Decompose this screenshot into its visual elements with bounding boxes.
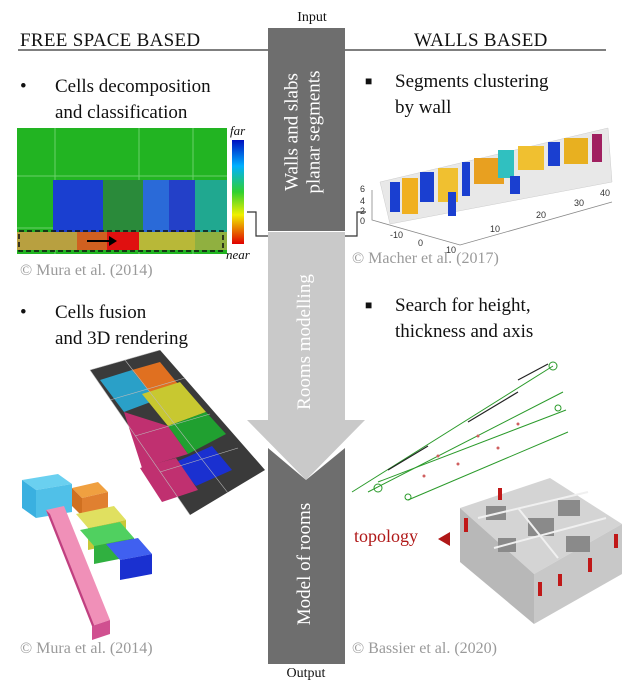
rooms-3d-render-image xyxy=(22,474,152,640)
topology-arrow-icon xyxy=(438,532,450,546)
input-label: Input xyxy=(297,10,327,25)
right-bracket xyxy=(345,211,366,237)
left-bracket xyxy=(247,211,268,237)
right-credit-1: © Macher et al. (2017) xyxy=(352,250,499,267)
svg-text:20: 20 xyxy=(536,210,546,220)
colorbar-far-label: far xyxy=(230,123,246,138)
right-credit-2: © Bassier et al. (2020) xyxy=(352,640,498,657)
wall-axis-search-image xyxy=(351,361,569,501)
segments-clustering-plot: 6 4 2 0 10 20 30 40 -10 0 10 xyxy=(360,127,613,255)
stage3-label: Model of rooms xyxy=(294,502,315,626)
colorbar-near-label: near xyxy=(226,247,250,262)
right-heading: WALLS BASED xyxy=(414,30,548,51)
left-credit-1: © Mura et al. (2014) xyxy=(20,262,153,279)
left-bullet-2: •Cells fusion and 3D rendering xyxy=(20,302,188,349)
left-bullet-1: •Cells decomposition and classification xyxy=(20,76,211,123)
stage1-label: Walls and slabs planar segments xyxy=(281,70,325,194)
svg-text:0: 0 xyxy=(418,238,423,248)
svg-text:0: 0 xyxy=(360,216,365,226)
right-bullet-1: ■Segments clustering by wall xyxy=(365,71,549,118)
svg-text:30: 30 xyxy=(574,198,584,208)
cells-decomposition-image xyxy=(17,128,227,254)
output-label: Output xyxy=(286,666,326,681)
svg-text:10: 10 xyxy=(446,245,456,255)
svg-text:40: 40 xyxy=(600,188,610,198)
left-heading: FREE SPACE BASED xyxy=(20,30,201,51)
colorbar xyxy=(232,140,244,244)
topology-label: topology xyxy=(354,526,419,546)
stage3-block xyxy=(268,448,345,664)
stage2-label: Rooms modelling xyxy=(294,274,315,410)
right-bullet-2: ■Search for height, thickness and axis xyxy=(365,295,534,342)
svg-text:6: 6 xyxy=(360,184,365,194)
svg-text:2: 2 xyxy=(360,206,365,216)
svg-text:-10: -10 xyxy=(390,230,403,240)
stage1-block xyxy=(268,28,345,231)
stage2-arrow xyxy=(247,232,365,480)
cells-fusion-plan-image xyxy=(89,350,265,516)
svg-text:4: 4 xyxy=(360,196,365,206)
svg-text:10: 10 xyxy=(490,224,500,234)
left-credit-2: © Mura et al. (2014) xyxy=(20,640,153,657)
building-model-image xyxy=(460,478,622,624)
